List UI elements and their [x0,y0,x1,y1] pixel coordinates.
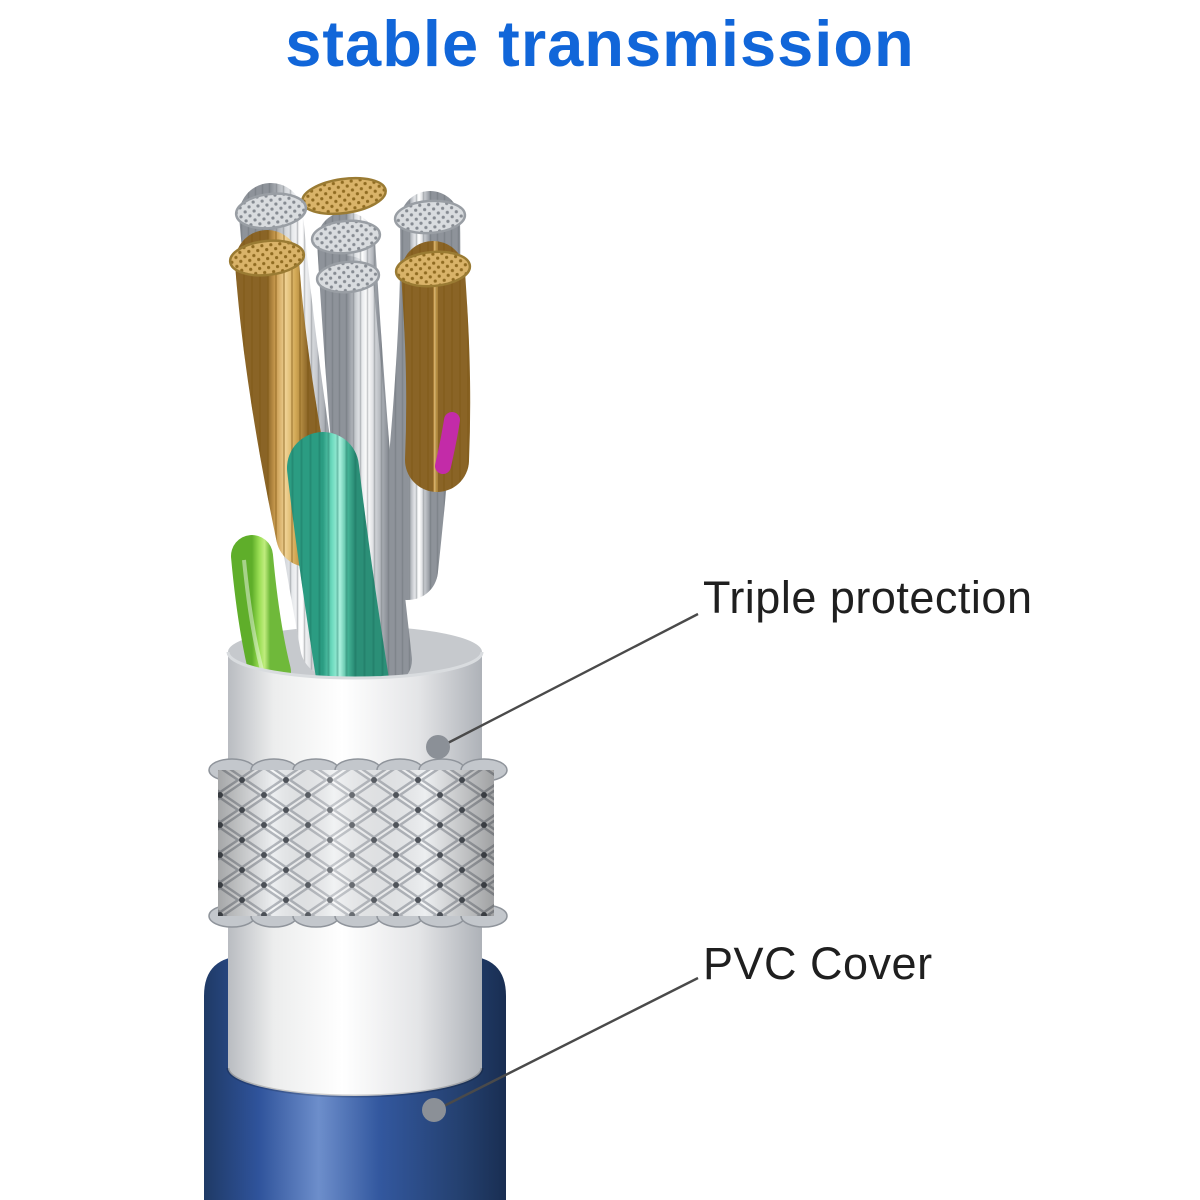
pvc-cover-label: PVC Cover [703,938,933,989]
gold-cap-left [228,239,306,277]
triple-protection-label: Triple protection [703,572,1033,623]
inner-wires [228,176,472,724]
pvc-cover-dot [422,1098,446,1122]
green-wire [231,535,291,693]
silver-cap-1 [234,192,308,230]
silver-cap-3 [310,219,382,255]
page-title: stable transmission [285,7,915,80]
annotation-lines [422,612,699,1122]
braided-shield [208,758,508,928]
triple-protection-dot [426,735,450,759]
gold-wire-right [401,241,471,492]
sheath-jacket-seam [226,1067,484,1098]
pvc-cover-leader-line [435,976,699,1112]
triple-protection-leader-line [439,612,699,749]
silver-cap-4 [315,260,381,294]
gold-cap-right [394,250,472,288]
wire-end-caps [228,176,472,294]
silver-cap-2 [393,199,467,235]
silver-wire-middle-2 [323,256,412,685]
sheath-rim-highlight [226,651,484,680]
teal-wire [287,432,390,724]
gold-cap-back [301,176,387,216]
magenta-wire [435,412,460,474]
